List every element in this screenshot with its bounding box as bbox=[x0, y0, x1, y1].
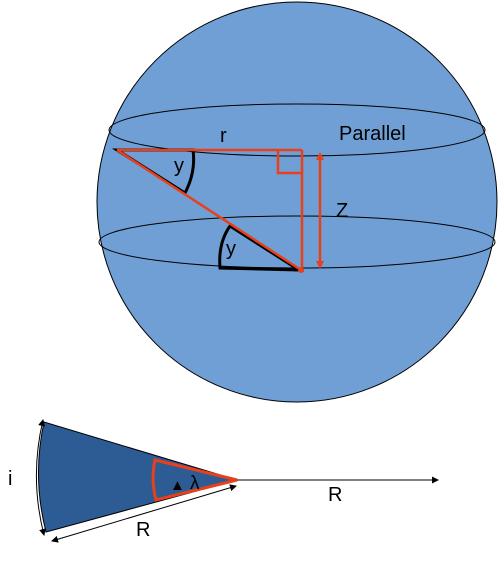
right-angle-marker bbox=[276, 150, 302, 175]
lambda-marker: ▲ bbox=[170, 477, 185, 494]
sphere bbox=[96, 1, 498, 403]
slant-radius-line bbox=[116, 148, 302, 272]
sector-radius-label: R bbox=[136, 519, 150, 541]
radius-ray-label: R bbox=[328, 484, 342, 506]
arc-length-arrow bbox=[36, 419, 46, 536]
parallel-label: Parallel bbox=[339, 123, 406, 145]
sector-radius-arrow bbox=[51, 484, 237, 543]
r-label: r bbox=[220, 125, 227, 147]
z-label: Z bbox=[336, 200, 348, 222]
center-point bbox=[298, 267, 304, 273]
parallel-ellipse bbox=[108, 103, 486, 157]
arc-length-label: i bbox=[8, 468, 12, 490]
upper-angle-label: y bbox=[174, 155, 184, 177]
lambda-label: λ bbox=[190, 473, 200, 494]
lower-angle-label: y bbox=[226, 238, 236, 260]
lower-angle-triangle bbox=[218, 223, 305, 272]
